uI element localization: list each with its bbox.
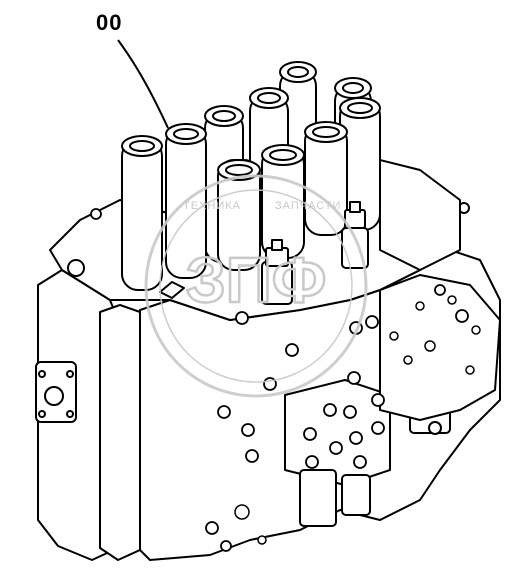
front-block-cap bbox=[299, 469, 337, 527]
bolt bbox=[349, 431, 363, 445]
port-hole bbox=[424, 340, 436, 352]
bolt bbox=[235, 311, 249, 325]
valve-body-left-face bbox=[99, 304, 141, 561]
left-port-bolt bbox=[38, 410, 46, 418]
bolt bbox=[245, 449, 259, 463]
pipe-front bbox=[121, 139, 163, 291]
bolt bbox=[305, 455, 319, 469]
watermark-word-right: ЗАПЧАСТИ bbox=[275, 200, 342, 212]
bolt bbox=[371, 393, 385, 407]
left-port-bolt bbox=[38, 370, 46, 378]
left-port-hole bbox=[44, 386, 64, 406]
port-hole bbox=[471, 325, 481, 335]
bolt bbox=[323, 403, 337, 417]
watermark-logo bbox=[144, 174, 368, 398]
flange-slot bbox=[159, 281, 185, 299]
port-hole bbox=[465, 365, 475, 375]
port-hole bbox=[389, 331, 399, 341]
callout-leader bbox=[117, 39, 169, 129]
port-hole bbox=[403, 355, 413, 365]
left-port-bolt bbox=[66, 410, 74, 418]
bolt bbox=[353, 455, 367, 469]
left-port-bolt bbox=[66, 370, 74, 378]
bolt bbox=[285, 343, 299, 357]
port-hole bbox=[415, 301, 425, 311]
watermark-logo-text: ЗПФ bbox=[186, 244, 327, 316]
bolt bbox=[241, 423, 255, 437]
flange-hole bbox=[67, 259, 85, 277]
bolt bbox=[220, 540, 232, 552]
port-hole bbox=[447, 295, 457, 305]
bolt bbox=[434, 284, 446, 296]
front-block-cap bbox=[341, 474, 371, 516]
bolt bbox=[205, 521, 219, 535]
bolt bbox=[343, 405, 357, 419]
bolt bbox=[365, 315, 379, 329]
part-callout-label: 00 bbox=[96, 10, 123, 35]
bolt bbox=[303, 427, 317, 441]
bolt bbox=[329, 441, 343, 455]
bolt bbox=[217, 405, 231, 419]
side-cover-plate bbox=[379, 274, 501, 421]
bolt bbox=[371, 421, 385, 435]
port-hole bbox=[234, 504, 250, 520]
bolt bbox=[455, 309, 469, 323]
right-upper-housing bbox=[379, 159, 461, 271]
watermark-word-left: ТЕХНИКА bbox=[183, 200, 241, 212]
port-hole bbox=[257, 535, 267, 545]
bolt bbox=[347, 371, 361, 385]
bolt bbox=[90, 208, 102, 220]
